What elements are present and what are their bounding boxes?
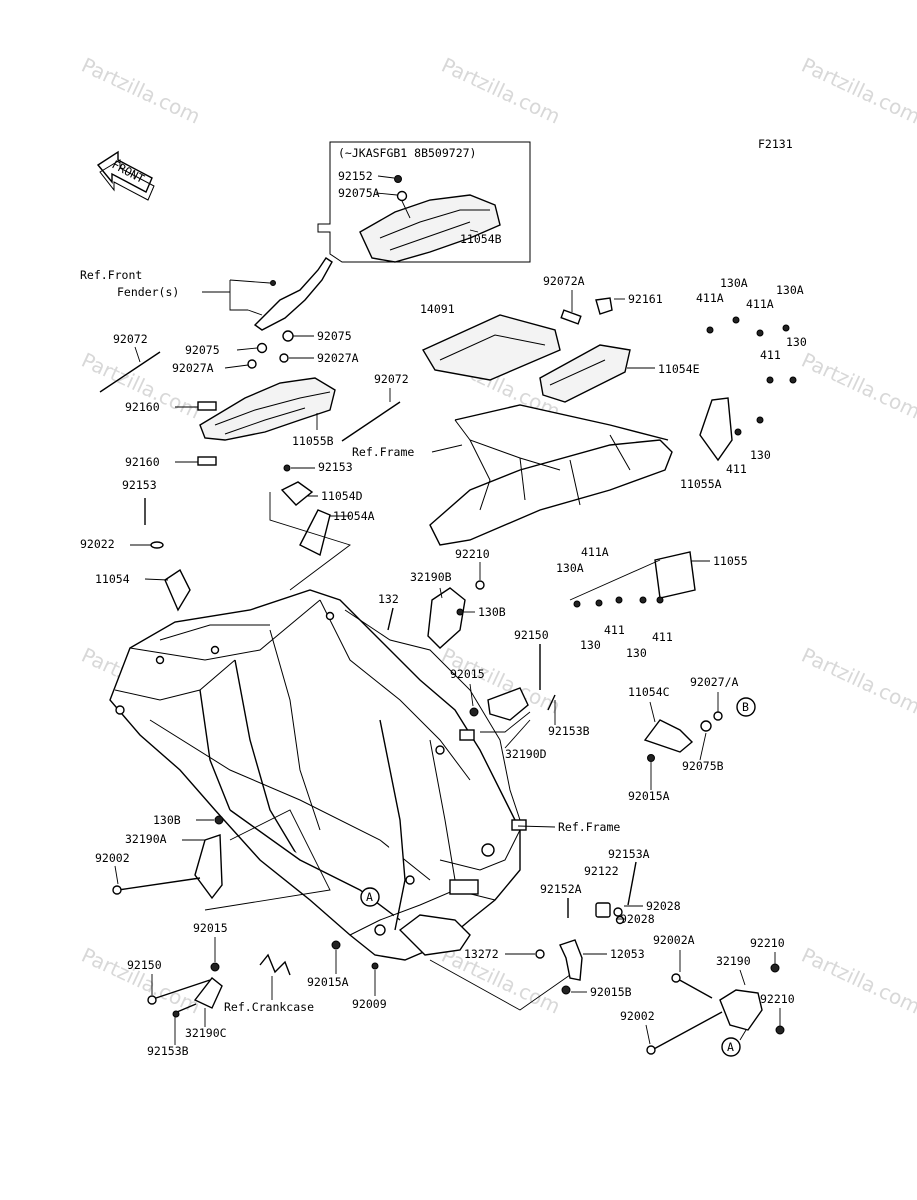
callout-411A: 411A	[746, 297, 774, 311]
callout-130A: 130A	[776, 283, 804, 297]
callout-92015A: 92015A	[307, 975, 349, 989]
ref-crankcase: Ref.Crankcase	[224, 1000, 314, 1014]
callout-92152: 92152	[338, 169, 373, 183]
callout-92153: 92153	[122, 478, 157, 492]
callout-92015: 92015	[450, 667, 485, 681]
ref-frame-top: Ref.Frame	[352, 445, 414, 459]
callout-11054C: 11054C	[628, 685, 670, 699]
callout-92028: 92028	[620, 912, 655, 926]
callout-132: 132	[378, 592, 399, 606]
callout-92153: 92153	[318, 460, 353, 474]
callout-92027A: 92027/A	[690, 675, 739, 689]
callout-411: 411	[604, 623, 625, 637]
inset-title: (~JKASFGB1 8B509727)	[338, 146, 476, 160]
callout-92210: 92210	[760, 992, 795, 1006]
marker-a: A	[366, 890, 373, 904]
callout-92015A: 92015A	[628, 789, 670, 803]
watermark: Partzilla.com	[438, 943, 564, 1019]
ref-frame-right: Ref.Frame	[558, 820, 620, 834]
callout-92009: 92009	[352, 997, 387, 1011]
callout-130A: 130A	[720, 276, 748, 290]
callout-92028: 92028	[646, 899, 681, 913]
callout-11055B: 11055B	[292, 434, 334, 448]
callout-92002A: 92002A	[653, 933, 695, 947]
callout-92075: 92075	[185, 343, 220, 357]
callout-92002: 92002	[620, 1009, 655, 1023]
ref-front-fender-line1: Ref.Front	[80, 268, 142, 282]
callout-92022: 92022	[80, 537, 115, 551]
front-fender-bracket	[202, 257, 333, 369]
marker-a: A	[727, 1040, 734, 1054]
callout-130: 130	[750, 448, 771, 462]
callout-11054D: 11054D	[321, 489, 363, 503]
callout-92161: 92161	[628, 292, 663, 306]
callout-411: 411	[652, 630, 673, 644]
callout-92152A: 92152A	[540, 882, 582, 896]
callout-92075A: 92075A	[338, 186, 380, 200]
callout-130: 130	[626, 646, 647, 660]
callout-92150: 92150	[514, 628, 549, 642]
callout-92160: 92160	[125, 400, 160, 414]
callout-92075: 92075	[317, 329, 352, 343]
callout-92027A: 92027A	[172, 361, 214, 375]
watermark: Partzilla.com	[438, 53, 564, 129]
callout-92072A: 92072A	[543, 274, 585, 288]
callout-32190B: 32190B	[410, 570, 452, 584]
callout-32190A: 32190A	[125, 832, 167, 846]
callout-11054: 11054	[95, 572, 130, 586]
callout-411: 411	[726, 462, 747, 476]
callout-92015B: 92015B	[590, 985, 632, 999]
rear-subframe	[429, 404, 673, 546]
callout-11055: 11055	[713, 554, 748, 568]
callout-92072: 92072	[113, 332, 148, 346]
marker-b: B	[742, 700, 749, 714]
callout-411: 411	[760, 348, 781, 362]
callout-11054A: 11054A	[333, 509, 375, 523]
callout-92002: 92002	[95, 851, 130, 865]
callout-92153B: 92153B	[548, 724, 590, 738]
front-arrow-icon: FRONT	[96, 150, 155, 201]
callout-92153A: 92153A	[608, 847, 650, 861]
callout-92015: 92015	[193, 921, 228, 935]
callout-32190: 32190	[716, 954, 751, 968]
callout-32190C: 32190C	[185, 1026, 227, 1040]
callout-32190D: 32190D	[505, 747, 547, 761]
callout-92210: 92210	[455, 547, 490, 561]
callout-92160: 92160	[125, 455, 160, 469]
watermark: Partzilla.com	[798, 943, 917, 1019]
figure-code: F2131	[758, 137, 793, 151]
callout-92075B: 92075B	[682, 759, 724, 773]
callout-11054E: 11054E	[658, 362, 700, 376]
callout-14091: 14091	[420, 302, 455, 316]
callout-411A: 411A	[581, 545, 609, 559]
callout-12053: 12053	[610, 947, 645, 961]
callout-92150: 92150	[127, 958, 162, 972]
watermark: Partzilla.com	[798, 643, 917, 719]
watermark: Partzilla.com	[78, 53, 204, 129]
ref-front-fender-line2: Fender(s)	[117, 285, 179, 299]
watermark: Partzilla.com	[798, 53, 917, 129]
inset-box: (~JKASFGB1 8B509727)	[317, 141, 531, 263]
callout-92210: 92210	[750, 936, 785, 950]
callout-13272: 13272	[464, 947, 499, 961]
main-frame	[109, 589, 527, 961]
callout-92122: 92122	[584, 864, 619, 878]
callout-411A: 411A	[696, 291, 724, 305]
callout-11055A: 11055A	[680, 477, 722, 491]
callout-130: 130	[786, 335, 807, 349]
watermark: Partzilla.com	[78, 943, 204, 1019]
callout-92027A: 92027A	[317, 351, 359, 365]
callout-11054B: 11054B	[460, 232, 502, 246]
callout-130A: 130A	[556, 561, 584, 575]
callout-130B: 130B	[153, 813, 181, 827]
watermark: Partzilla.com	[798, 348, 917, 424]
callout-130: 130	[580, 638, 601, 652]
callout-130B: 130B	[478, 605, 506, 619]
callout-92072: 92072	[374, 372, 409, 386]
callout-92153B: 92153B	[147, 1044, 189, 1058]
